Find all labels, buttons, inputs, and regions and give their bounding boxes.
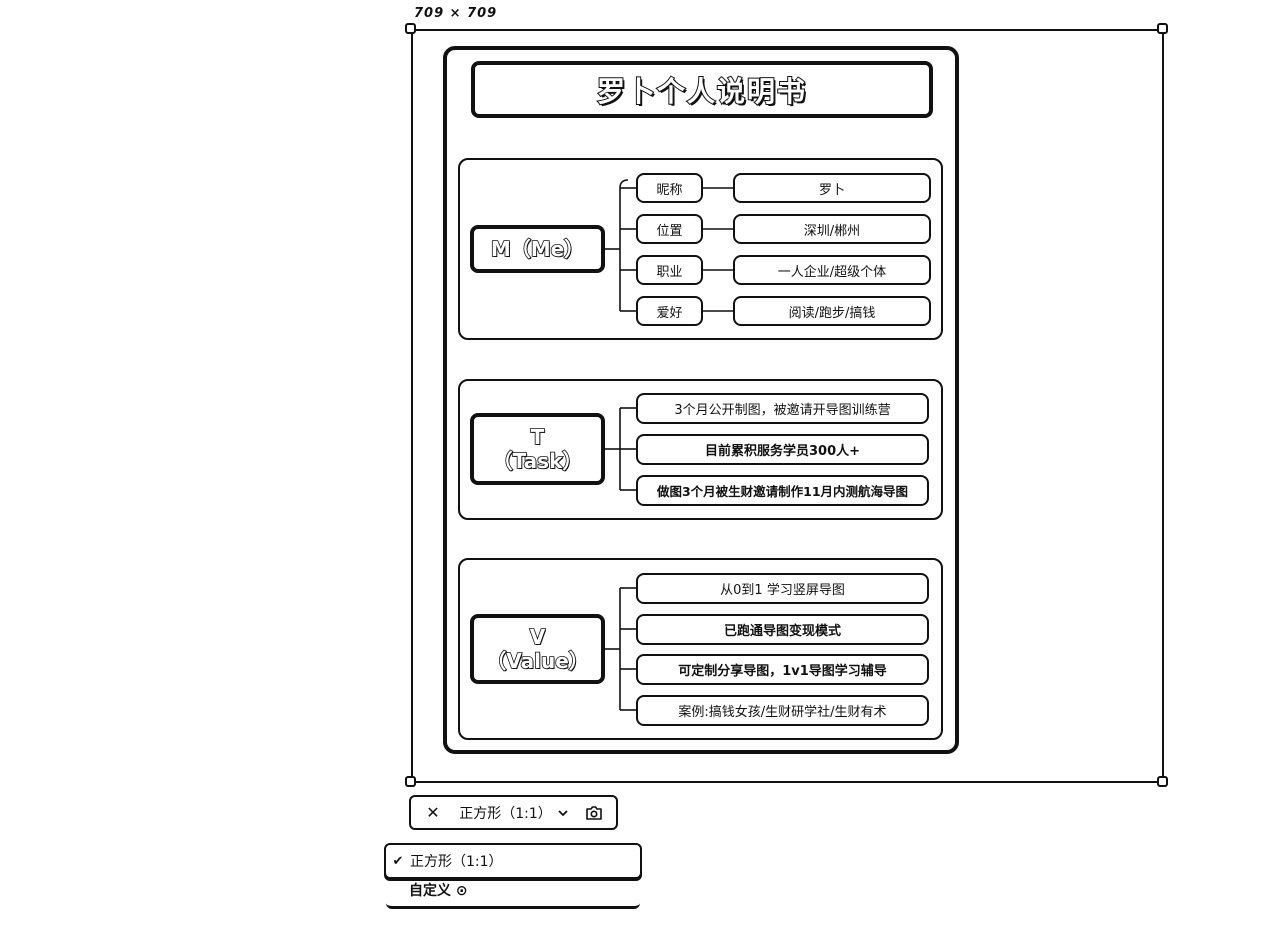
value-node-nickname: 罗卜	[733, 173, 931, 203]
ratio-option-square[interactable]: ✔ 正方形（1:1）	[384, 843, 642, 879]
root-label-me: M（Me）	[490, 236, 585, 262]
root-node-value: V （Value）	[470, 614, 605, 684]
value-node-3: 可定制分享导图，1v1导图学习辅导	[636, 654, 929, 685]
root-label-value-letter: V	[529, 624, 546, 650]
value-node-career: 一人企业/超级个体	[733, 255, 931, 285]
ratio-option-custom[interactable]: 自定义 ⊙	[409, 883, 468, 899]
root-node-task: T （Task）	[470, 413, 605, 485]
task-node-1: 3个月公开制图，被邀请开导图训练营	[636, 393, 929, 424]
value-node-location: 深圳/郴州	[733, 214, 931, 244]
root-label-task-letter: T	[530, 424, 545, 450]
value-node-2: 已跑通导图变现模式	[636, 614, 929, 645]
canvas-size-label: 709 × 709	[414, 6, 498, 21]
camera-icon[interactable]	[572, 805, 616, 821]
poster-title-box: 罗卜个人说明书	[471, 61, 933, 118]
ratio-option-square-label: 正方形（1:1）	[410, 854, 503, 870]
aspect-ratio-select[interactable]: 正方形（1:1）	[455, 803, 572, 823]
key-node-hobby: 爱好	[636, 296, 703, 326]
task-node-3: 做图3个月被生财邀请制作11月内测航海导图	[636, 475, 929, 506]
crop-toolbar: ✕ 正方形（1:1）	[409, 795, 618, 830]
root-node-me: M（Me）	[470, 225, 605, 273]
dropdown-bottom-edge	[386, 903, 640, 909]
value-node-1: 从0到1 学习竖屏导图	[636, 573, 929, 604]
check-icon: ✔	[392, 853, 404, 869]
key-node-nickname: 昵称	[636, 173, 703, 203]
selection-frame[interactable]	[411, 29, 1164, 783]
task-node-2: 目前累积服务学员300人+	[636, 434, 929, 465]
poster-title: 罗卜个人说明书	[596, 74, 807, 109]
resize-handle-bottom-left[interactable]	[405, 776, 416, 787]
root-label-value-word: （Value）	[485, 648, 589, 674]
chevron-down-icon	[558, 805, 568, 821]
value-node-4: 案例:搞钱女孩/生财研学社/生财有术	[636, 695, 929, 726]
root-label-task-word: （Task）	[492, 448, 583, 474]
resize-handle-top-right[interactable]	[1157, 23, 1168, 34]
close-icon[interactable]: ✕	[426, 803, 440, 822]
resize-handle-bottom-right[interactable]	[1157, 776, 1168, 787]
key-node-location: 位置	[636, 214, 703, 244]
aspect-ratio-label: 正方形（1:1）	[459, 805, 552, 822]
resize-handle-top-left[interactable]	[405, 23, 416, 34]
key-node-career: 职业	[636, 255, 703, 285]
value-node-hobby: 阅读/跑步/搞钱	[733, 296, 931, 326]
